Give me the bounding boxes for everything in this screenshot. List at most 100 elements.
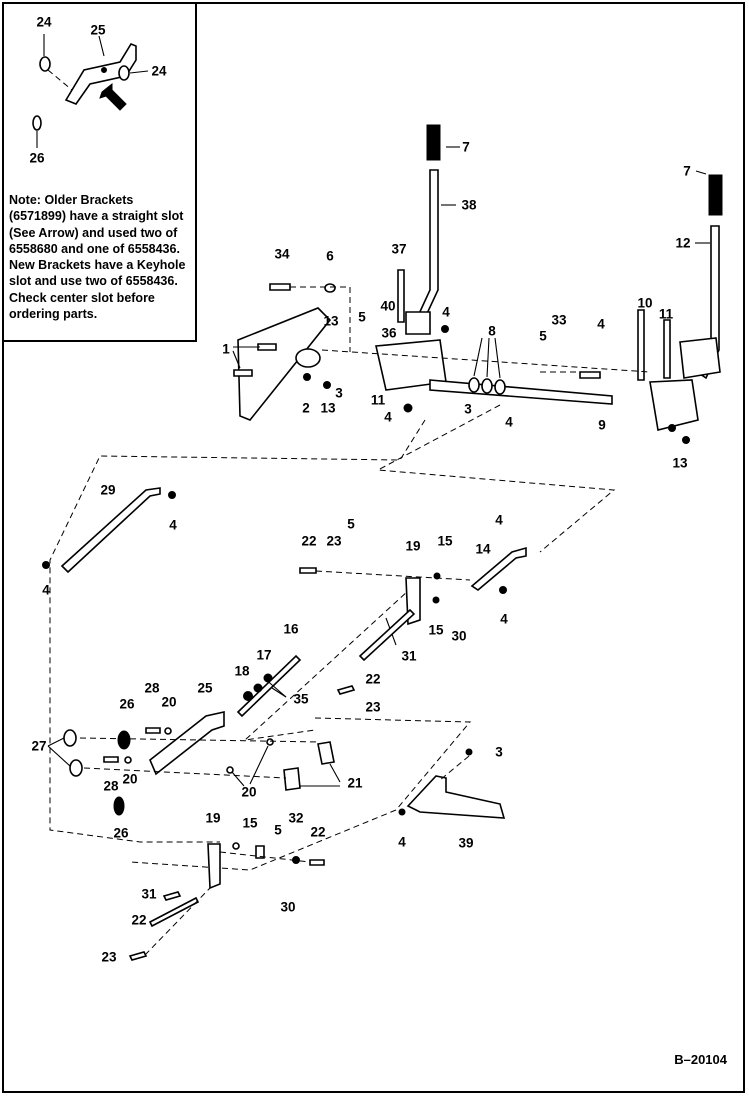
note-label: Note: bbox=[9, 193, 41, 207]
callout-c4-b: 4 bbox=[597, 316, 605, 332]
callout-c28-b: 28 bbox=[103, 778, 119, 794]
figure-id: B–20104 bbox=[674, 1052, 727, 1067]
center-rod bbox=[236, 654, 302, 718]
callout-inset-25: 25 bbox=[90, 22, 106, 38]
callout-c40: 40 bbox=[380, 298, 396, 314]
link-21a bbox=[317, 741, 335, 765]
outline-center-link bbox=[243, 579, 421, 741]
nut-15b bbox=[432, 596, 440, 604]
callout-inset-24a: 24 bbox=[36, 14, 52, 30]
callout-c19-b: 19 bbox=[205, 810, 221, 826]
callout-c13-b: 13 bbox=[320, 400, 336, 416]
callout-c23-b: 23 bbox=[365, 699, 381, 715]
rod-29 bbox=[60, 487, 161, 574]
bracket-note: Note: Older Brackets (6571899) have a st… bbox=[9, 192, 193, 322]
bolt-37 bbox=[397, 269, 405, 323]
leader-c8c bbox=[494, 337, 501, 379]
callout-c3-c: 3 bbox=[495, 744, 503, 760]
callout-c22-b: 22 bbox=[365, 671, 381, 687]
left-lever-group bbox=[405, 124, 460, 335]
lever-19b bbox=[207, 843, 221, 890]
leader-c8b bbox=[486, 337, 490, 378]
callout-c5-b: 5 bbox=[539, 328, 547, 344]
callout-c22-a: 22 bbox=[301, 533, 317, 549]
inset-bracket-group bbox=[32, 34, 149, 148]
bolt-11a bbox=[663, 319, 671, 379]
right-grip bbox=[708, 174, 723, 216]
nut-13a bbox=[303, 373, 311, 381]
leader-c1b bbox=[232, 350, 241, 369]
bolt-33 bbox=[579, 371, 601, 379]
inset-washer-right bbox=[118, 65, 130, 81]
leader-c20c-a bbox=[231, 771, 245, 787]
callout-c13-a: 13 bbox=[323, 313, 339, 329]
nut-13c-a bbox=[668, 424, 676, 432]
callout-c7-left: 7 bbox=[462, 139, 470, 155]
callout-c19-a: 19 bbox=[405, 538, 421, 554]
right-pivot-bracket bbox=[649, 379, 699, 431]
callout-c38: 38 bbox=[461, 197, 477, 213]
dash-3c bbox=[439, 755, 470, 781]
left-grip bbox=[426, 124, 441, 161]
callout-c34: 34 bbox=[274, 246, 290, 262]
washer-8c bbox=[494, 379, 506, 395]
bolt-1b bbox=[257, 343, 277, 351]
washer-20b bbox=[124, 756, 132, 764]
callout-c32: 32 bbox=[288, 810, 304, 826]
leader-c35b bbox=[271, 687, 287, 698]
note-body: Older Brackets (6571899) have a straight… bbox=[9, 193, 186, 322]
callout-c20-c: 20 bbox=[241, 784, 257, 800]
callout-c4-c: 4 bbox=[384, 409, 392, 425]
callout-c31-a: 31 bbox=[401, 648, 417, 664]
inset-box: Note: Older Brackets (6571899) have a st… bbox=[2, 2, 197, 342]
bolt-22c bbox=[309, 859, 325, 866]
callout-c12: 12 bbox=[675, 235, 691, 251]
washer-6 bbox=[324, 283, 336, 293]
right-lever-block bbox=[679, 337, 721, 379]
outline-right-link bbox=[376, 404, 616, 553]
callout-c22-c: 22 bbox=[310, 824, 326, 840]
bolt-31b bbox=[162, 891, 182, 901]
callout-c31-b: 31 bbox=[141, 886, 157, 902]
nut-3c bbox=[465, 748, 473, 756]
outline-left-link bbox=[49, 419, 426, 843]
callout-c10: 10 bbox=[637, 295, 653, 311]
bolt-1a bbox=[233, 369, 253, 377]
link-14 bbox=[470, 546, 527, 591]
leader-inset-24b bbox=[129, 70, 149, 74]
bolt-22d bbox=[148, 896, 200, 928]
fitting-17 bbox=[243, 691, 253, 701]
callout-c15-a: 15 bbox=[437, 533, 453, 549]
bolt-34 bbox=[269, 283, 291, 291]
nut-4e bbox=[42, 561, 50, 569]
washer-26a bbox=[117, 730, 131, 750]
leader-c27a bbox=[47, 737, 65, 747]
callout-c29: 29 bbox=[100, 482, 116, 498]
callout-c4-a: 4 bbox=[442, 304, 450, 320]
callout-c8: 8 bbox=[488, 323, 496, 339]
callout-c14: 14 bbox=[475, 541, 491, 557]
callout-c9: 9 bbox=[598, 417, 606, 433]
nut-15c bbox=[232, 842, 240, 850]
callout-c11-a: 11 bbox=[658, 306, 674, 322]
callout-c28-a: 28 bbox=[144, 680, 160, 696]
callout-inset-24b: 24 bbox=[151, 63, 167, 79]
upper-assembly-group bbox=[232, 269, 721, 444]
leader-c7-right bbox=[695, 170, 707, 175]
callout-c7-right: 7 bbox=[683, 163, 691, 179]
callout-c23-c: 23 bbox=[101, 949, 117, 965]
dash-19b bbox=[219, 851, 311, 863]
dash-27b bbox=[83, 767, 287, 779]
nut-13c-b bbox=[682, 436, 690, 444]
mounting-plate bbox=[237, 307, 332, 421]
inset-arrow-icon bbox=[99, 82, 127, 111]
callout-c26-a: 26 bbox=[119, 696, 135, 712]
inset-bracket bbox=[64, 43, 137, 105]
callout-c21: 21 bbox=[347, 775, 363, 791]
callout-c39: 39 bbox=[458, 835, 474, 851]
washer-26b bbox=[113, 796, 125, 816]
pivot-bushing-2 bbox=[295, 348, 321, 368]
callout-c36: 36 bbox=[381, 325, 397, 341]
leader-inset-25 bbox=[98, 35, 105, 57]
